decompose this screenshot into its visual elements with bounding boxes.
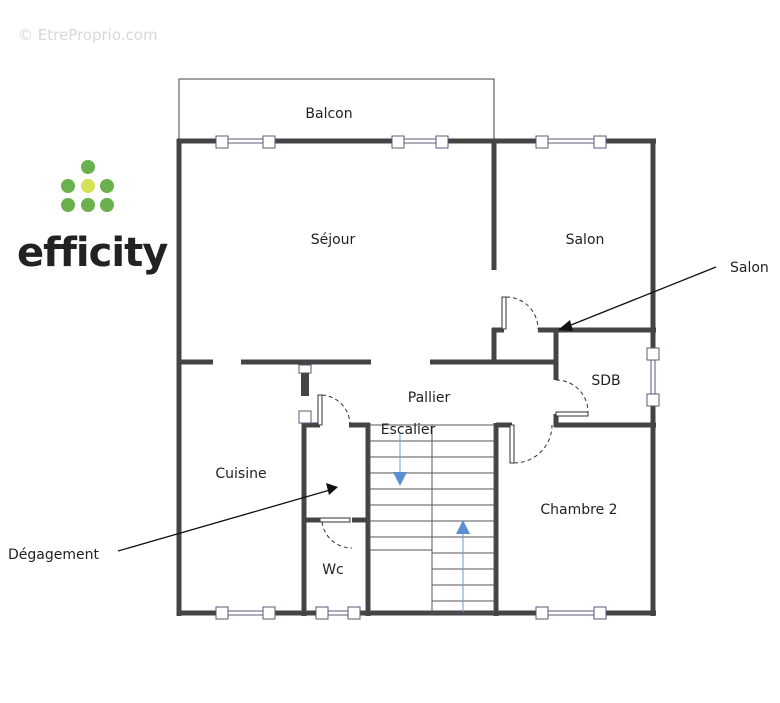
exterior-walls — [176, 138, 656, 616]
windows — [215, 135, 660, 620]
interior-walls — [179, 141, 656, 616]
room-labels: Balcon Séjour Salon SDB Pallier Escalier… — [215, 106, 620, 578]
watermark-text: © EtreProprio.com — [18, 26, 158, 44]
callout-label-salon: Salon — [730, 260, 769, 276]
staircase — [369, 424, 495, 614]
stair-down-arrow-icon — [393, 472, 407, 486]
room-label-balcon: Balcon — [305, 106, 352, 122]
room-label-wc: Wc — [322, 562, 344, 578]
room-label-sdb: SDB — [591, 373, 620, 389]
room-label-cuisine: Cuisine — [215, 466, 266, 482]
room-label-sejour: Séjour — [311, 232, 356, 248]
room-label-chambre-2: Chambre 2 — [540, 502, 617, 518]
callout-arrow-salon-icon — [558, 320, 573, 331]
doors — [317, 296, 589, 549]
efficity-logo: efficity — [17, 160, 169, 276]
stair-up-arrow-icon — [456, 520, 470, 534]
room-label-pallier: Pallier — [408, 390, 451, 406]
callout-line-degagement — [117, 489, 331, 552]
room-label-escalier: Escalier — [381, 422, 436, 438]
callout-arrow-degagement-icon — [326, 483, 338, 495]
brand-name: efficity — [17, 230, 168, 276]
room-label-salon: Salon — [566, 232, 605, 248]
callout-label-degagement: Dégagement — [8, 547, 99, 563]
callout-line-salon — [565, 266, 717, 328]
balcony — [178, 78, 495, 141]
callouts: Salon Dégagement — [8, 260, 769, 563]
